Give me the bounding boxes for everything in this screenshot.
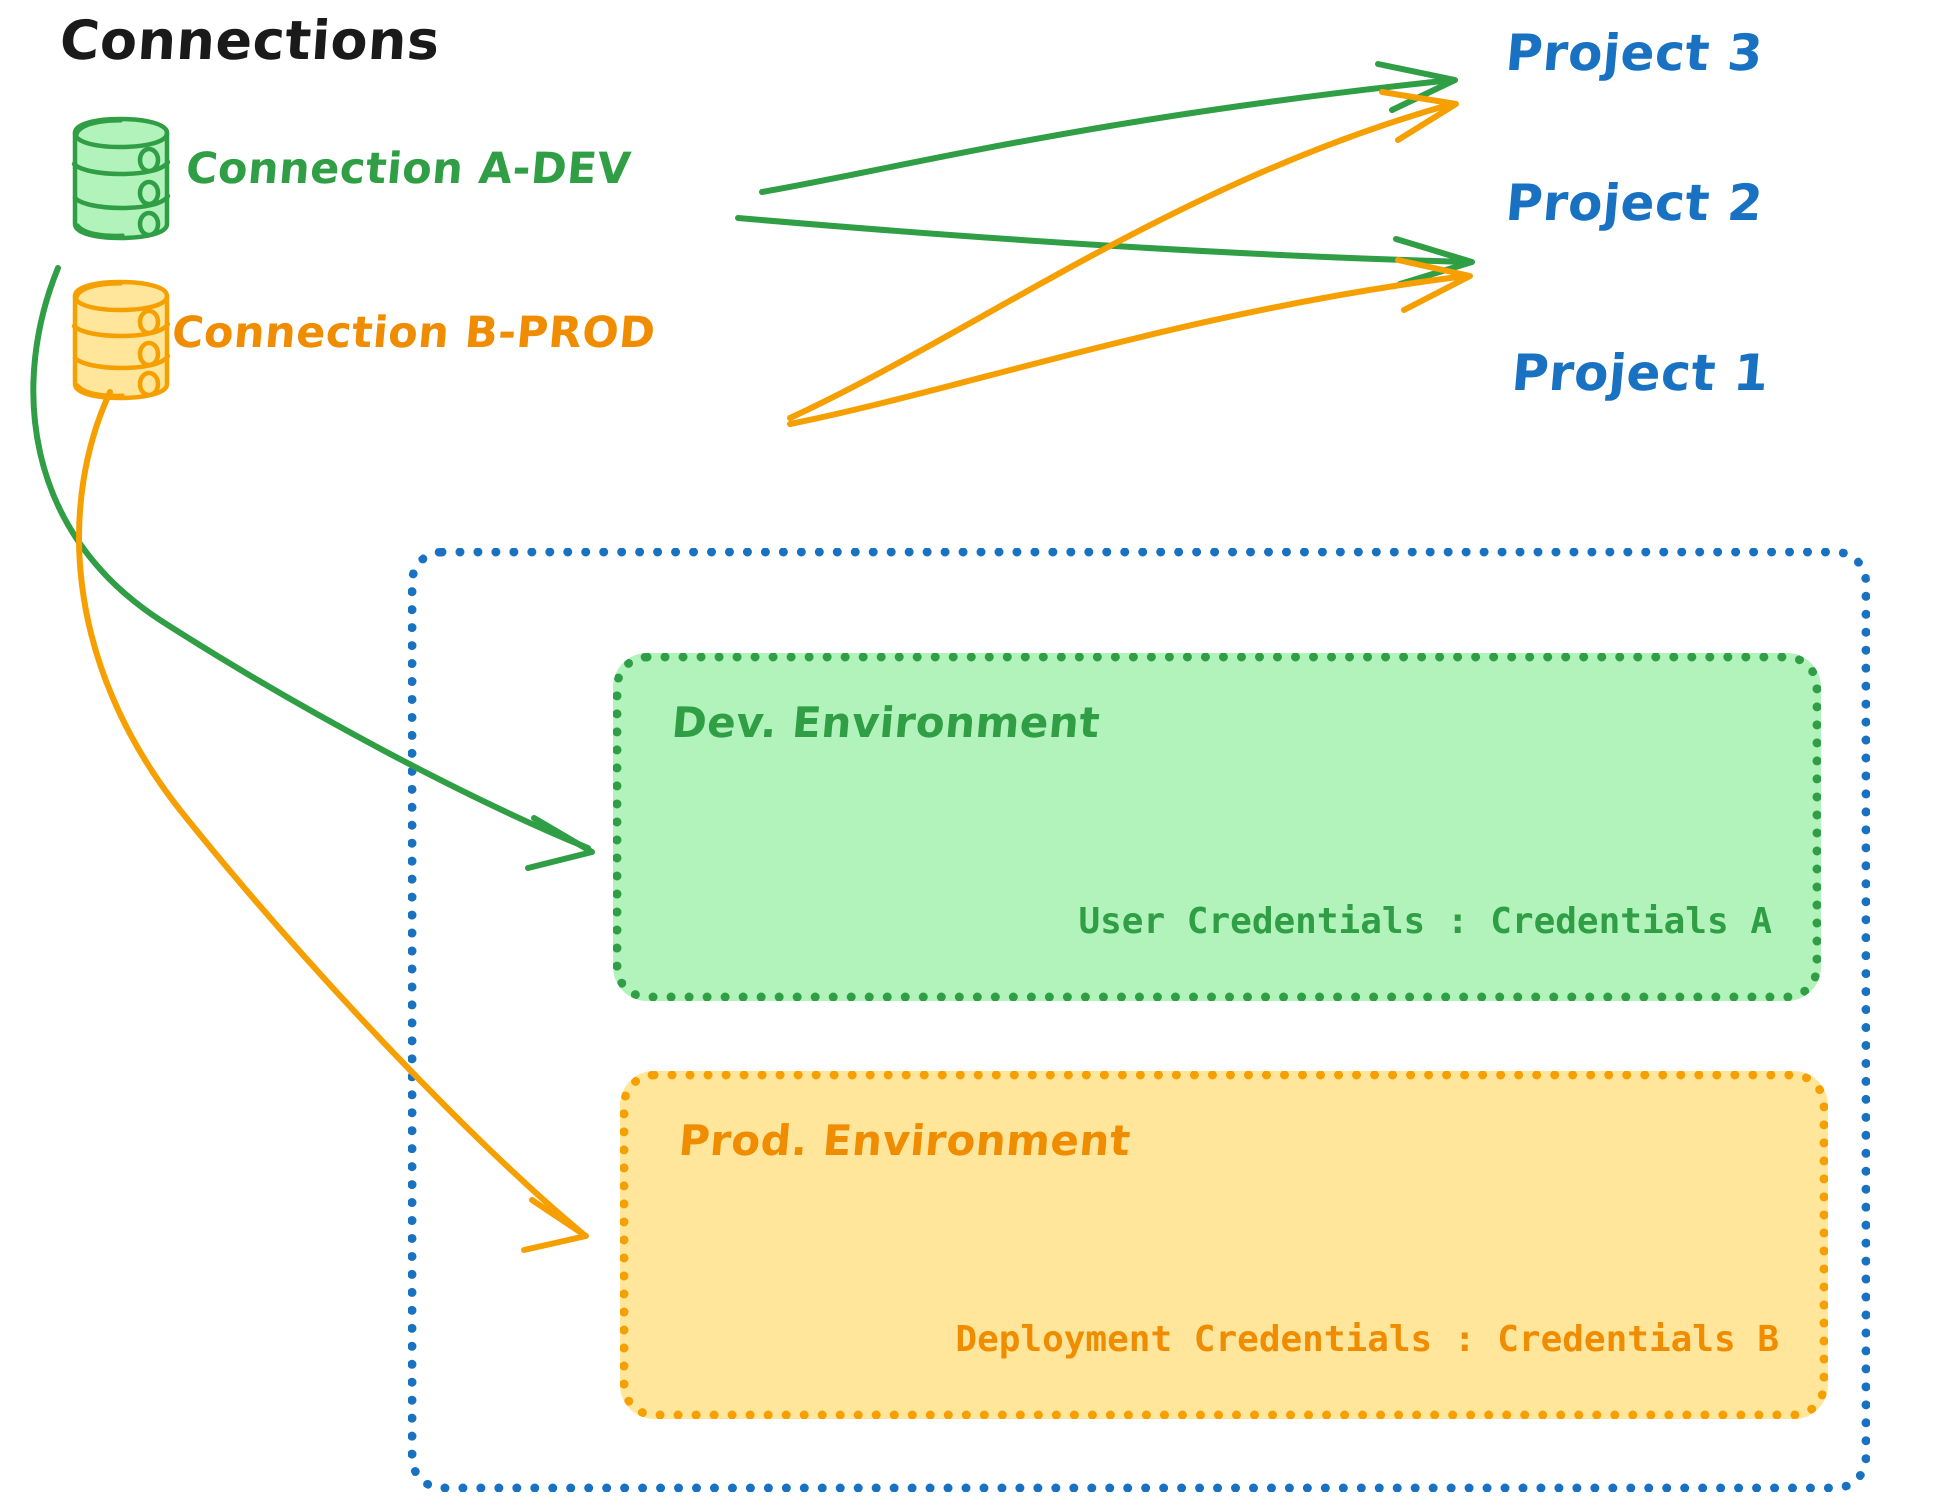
arrow-a-dev-to-project-2 bbox=[735, 215, 1475, 287]
dev-credentials-text: User Credentials : Credentials A bbox=[1078, 901, 1772, 942]
arrow-a-dev-to-project-3 bbox=[759, 61, 1458, 195]
database-cylinder-icon-a-dev bbox=[71, 116, 171, 241]
connection-a-dev-label: Connection A-DEV bbox=[183, 144, 634, 194]
database-cylinder-icon-b-prod bbox=[71, 279, 171, 401]
page-title: Connections bbox=[57, 9, 443, 72]
project-2-label: Project 2 bbox=[1503, 174, 1766, 232]
dev-environment-title: Dev. Environment bbox=[669, 698, 1103, 747]
dev-environment-box: Dev. Environment User Credentials : Cred… bbox=[613, 653, 1821, 1001]
prod-environment-box: Prod. Environment Deployment Credentials… bbox=[620, 1071, 1828, 1419]
connection-b-prod-label: Connection B-PROD bbox=[169, 308, 658, 358]
prod-credentials-text: Deployment Credentials : Credentials B bbox=[955, 1319, 1779, 1360]
arrow-b-prod-to-project-3 bbox=[787, 89, 1459, 421]
prod-environment-title: Prod. Environment bbox=[676, 1116, 1133, 1165]
arrow-b-prod-to-project-2 bbox=[787, 257, 1473, 427]
project-3-label: Project 3 bbox=[1503, 24, 1766, 82]
project-1-label: Project 1 bbox=[1509, 344, 1772, 402]
